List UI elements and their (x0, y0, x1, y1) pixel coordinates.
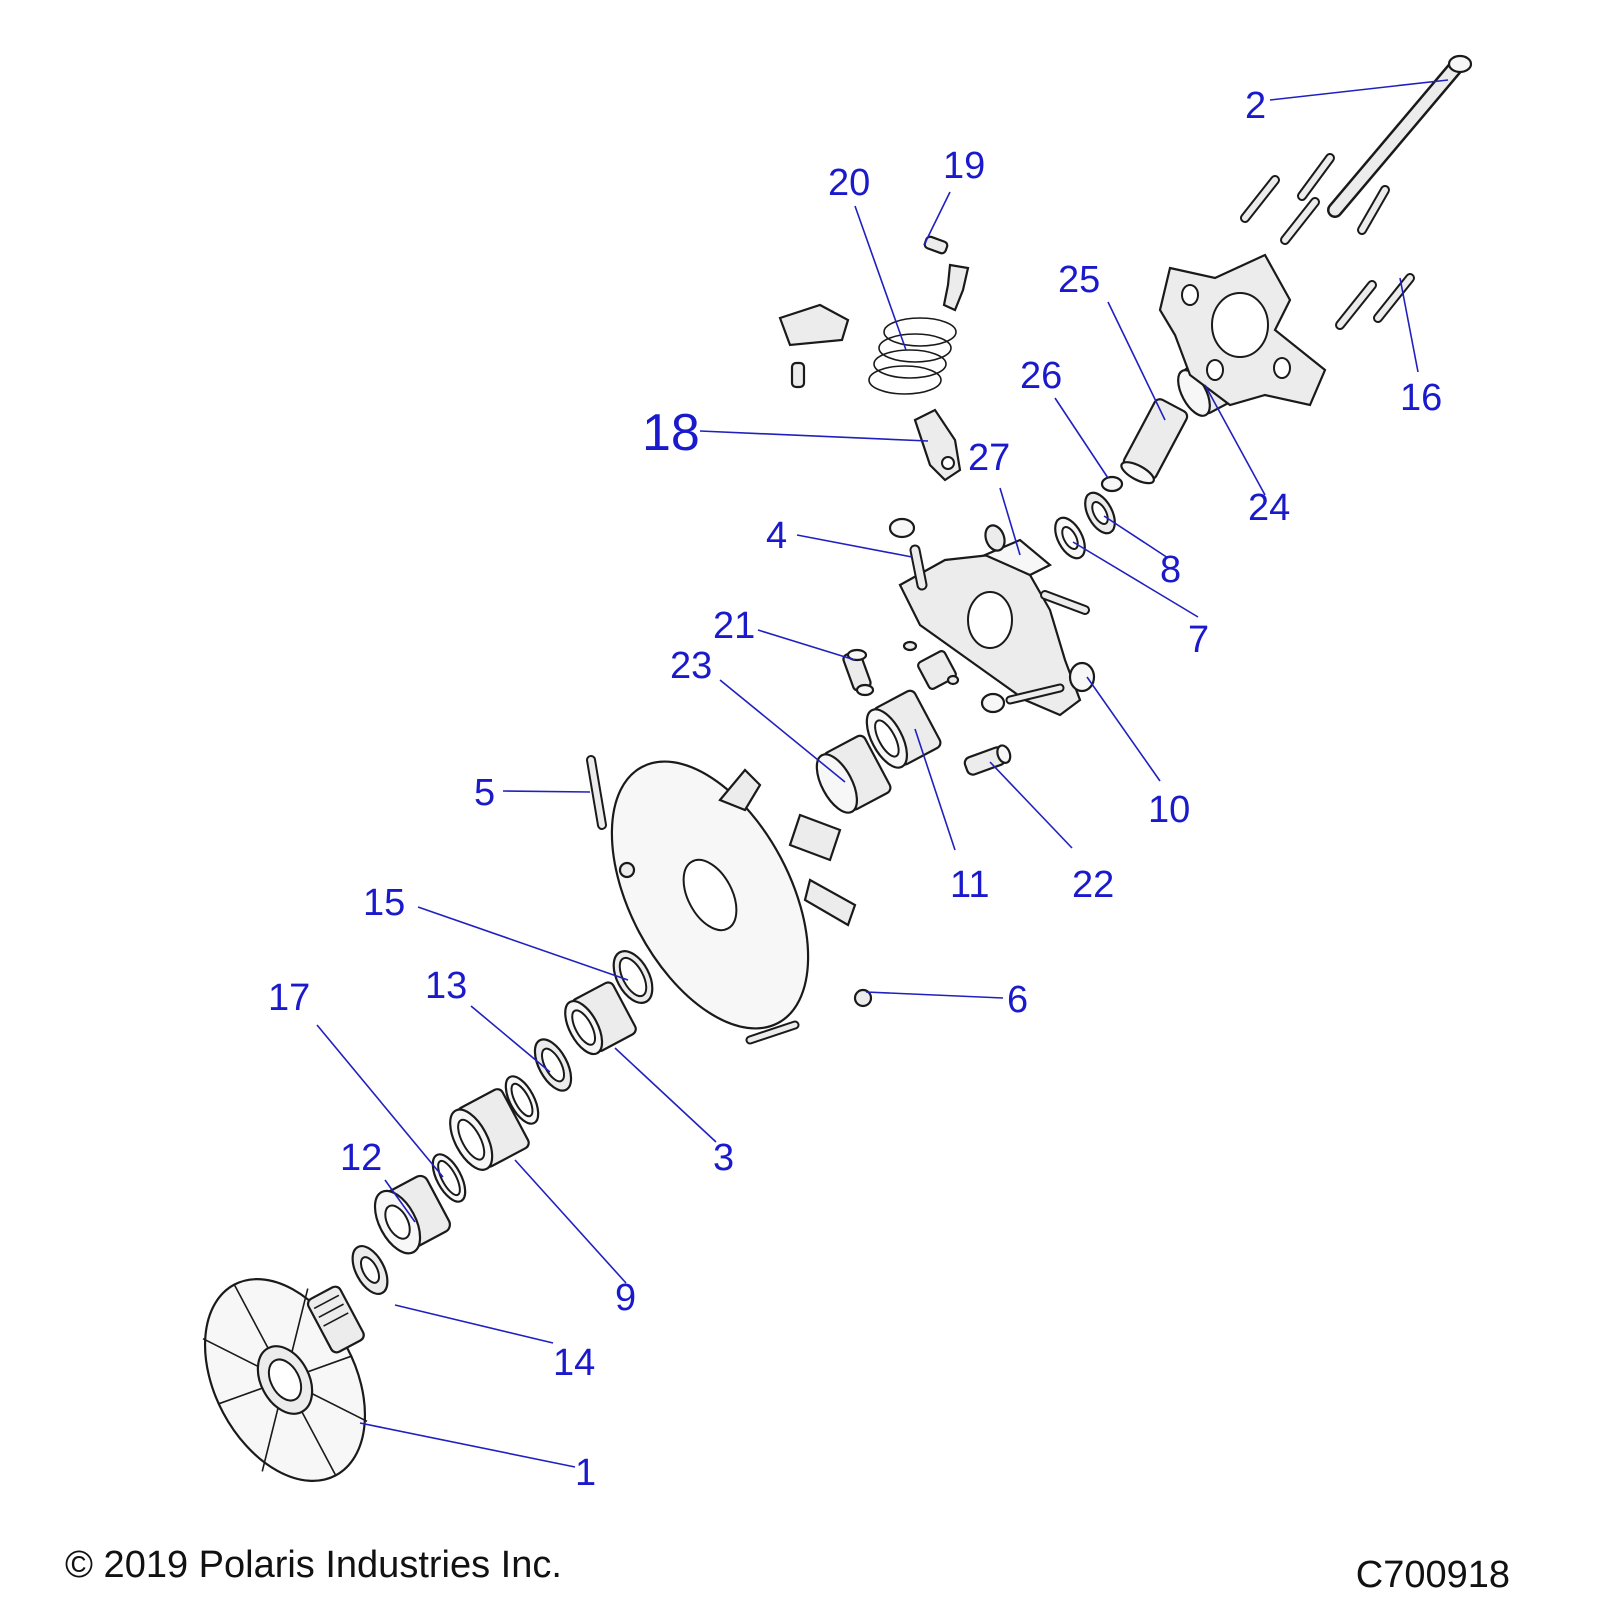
part-18-weight (778, 303, 962, 482)
part-21-roller (842, 648, 875, 697)
part-3-bushing (564, 981, 637, 1056)
callout-3: 3 (713, 1137, 734, 1179)
cover-plate (1158, 253, 1327, 407)
part-9-bushing (449, 1088, 530, 1171)
callout-16: 16 (1400, 377, 1442, 419)
part-1-fixed-sheave (202, 1278, 368, 1482)
part-8-washer (1084, 491, 1116, 535)
callout-20: 20 (828, 162, 870, 204)
part-13-washers (504, 1038, 573, 1125)
callout-19: 19 (943, 145, 985, 187)
callout-17: 17 (268, 977, 310, 1019)
callout-27: 27 (968, 437, 1010, 479)
callout-9: 9 (615, 1277, 636, 1319)
leader-lines (316, 79, 1449, 1468)
part-12-hub (373, 1174, 451, 1255)
callout-21: 21 (713, 605, 755, 647)
callout-14: 14 (553, 1342, 595, 1384)
part-7-washer (1054, 516, 1086, 560)
part-26-o-ring (1100, 475, 1124, 493)
callout-1: 1 (575, 1452, 596, 1494)
part-15-ring (612, 950, 654, 1004)
part-27-spider (898, 524, 1096, 717)
callout-5: 5 (474, 772, 495, 814)
callout-12: 12 (340, 1137, 382, 1179)
callout-6: 6 (1007, 979, 1028, 1021)
callout-labels: 1 2 3 4 5 6 7 8 9 10 11 12 13 14 15 16 1… (268, 85, 1442, 1494)
part-2-shaft (1327, 54, 1473, 218)
part-11-bushing (865, 689, 942, 769)
part-17-snap-ring (431, 1153, 467, 1203)
copyright-notice: © 2019 Polaris Industries Inc. (65, 1544, 562, 1586)
callout-18: 18 (642, 404, 700, 462)
callout-26: 26 (1020, 355, 1062, 397)
part-20-spring (868, 317, 957, 395)
part-5-pin (586, 755, 607, 830)
movable-sheave (610, 760, 857, 1030)
callout-15: 15 (363, 882, 405, 924)
part-14-washer (351, 1245, 389, 1295)
callout-22: 22 (1072, 864, 1114, 906)
callout-10: 10 (1148, 789, 1190, 831)
part-25-bushing (1120, 398, 1189, 485)
callout-25: 25 (1058, 259, 1100, 301)
callout-11: 11 (950, 864, 989, 906)
callout-4: 4 (766, 515, 787, 557)
part-4-pin (888, 517, 928, 591)
callout-13: 13 (425, 965, 467, 1007)
pin-lower (745, 1020, 800, 1045)
callout-23: 23 (670, 645, 712, 687)
part-22-roller (963, 744, 1012, 776)
part-16-bolts (1240, 153, 1415, 330)
part-6-nut (853, 988, 873, 1008)
small-bushings (902, 640, 960, 690)
callout-8: 8 (1160, 549, 1181, 591)
callout-24: 24 (1248, 487, 1290, 529)
part-19-pin (923, 235, 970, 312)
drawing-number: C700918 (1356, 1554, 1510, 1596)
callout-2: 2 (1245, 85, 1266, 127)
callout-7: 7 (1188, 619, 1209, 661)
part-23-bushing (815, 734, 892, 814)
